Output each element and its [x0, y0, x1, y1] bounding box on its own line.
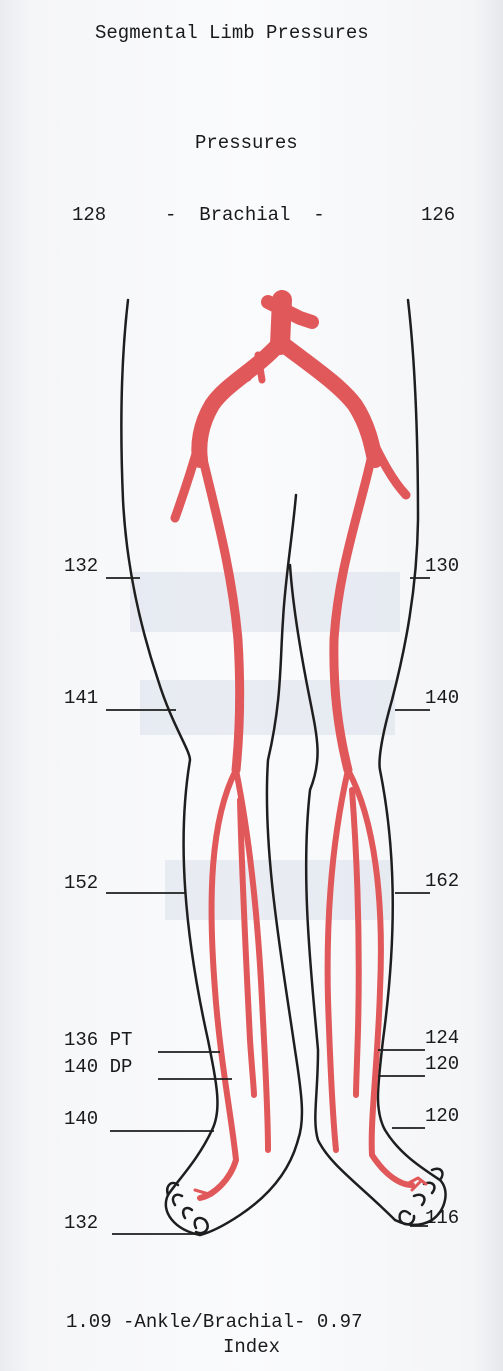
- brachial-label: - Brachial -: [165, 204, 325, 226]
- left-iliac-artery: [199, 345, 278, 460]
- right-femoral-artery: [334, 455, 372, 770]
- right-high-thigh-pressure: 130: [425, 555, 459, 577]
- left-high-thigh-pressure: 132: [64, 555, 98, 577]
- section-heading: Pressures: [195, 132, 298, 154]
- right-brachial-pressure: 126: [421, 204, 455, 226]
- abi-label: -Ankle/Brachial-: [123, 1311, 305, 1333]
- report-title: Segmental Limb Pressures: [95, 22, 369, 44]
- left-femoral-artery: [202, 455, 240, 770]
- right-peroneal-artery: [352, 790, 359, 1095]
- right-posterior-tibial-artery: [328, 770, 348, 1150]
- left-posterior-tibial-pressure: 136 PT: [64, 1029, 132, 1051]
- right-above-knee-pressure: 140: [425, 687, 459, 709]
- right-iliac-artery: [284, 345, 375, 460]
- left-toe-pressure: 132: [64, 1212, 98, 1234]
- left-calf-pressure: 152: [64, 872, 98, 894]
- right-posterior-tibial-pressure: 124: [425, 1027, 459, 1049]
- left-brachial-pressure: 128: [72, 204, 106, 226]
- abi-label-line2: Index: [223, 1336, 280, 1358]
- left-internal-iliac: [175, 440, 200, 518]
- right-dorsalis-pedis-pressure: 120: [425, 1053, 459, 1075]
- right-leg-outer-outline: [378, 300, 446, 1225]
- left-abi-value: 1.09: [66, 1311, 112, 1333]
- right-calf-pressure: 162: [425, 870, 459, 892]
- left-anterior-tibial-artery: [200, 770, 236, 1198]
- right-toe-pressure: 116: [425, 1207, 459, 1229]
- ankle-brachial-index-row: 1.09 -Ankle/Brachial- 0.97: [66, 1311, 362, 1333]
- left-above-knee-pressure: 141: [64, 687, 98, 709]
- right-ankle-pressure: 120: [425, 1105, 459, 1127]
- left-ankle-pressure: 140: [64, 1108, 98, 1130]
- right-abi-value: 0.97: [317, 1311, 363, 1333]
- left-dorsalis-pedis-pressure: 140 DP: [64, 1056, 132, 1078]
